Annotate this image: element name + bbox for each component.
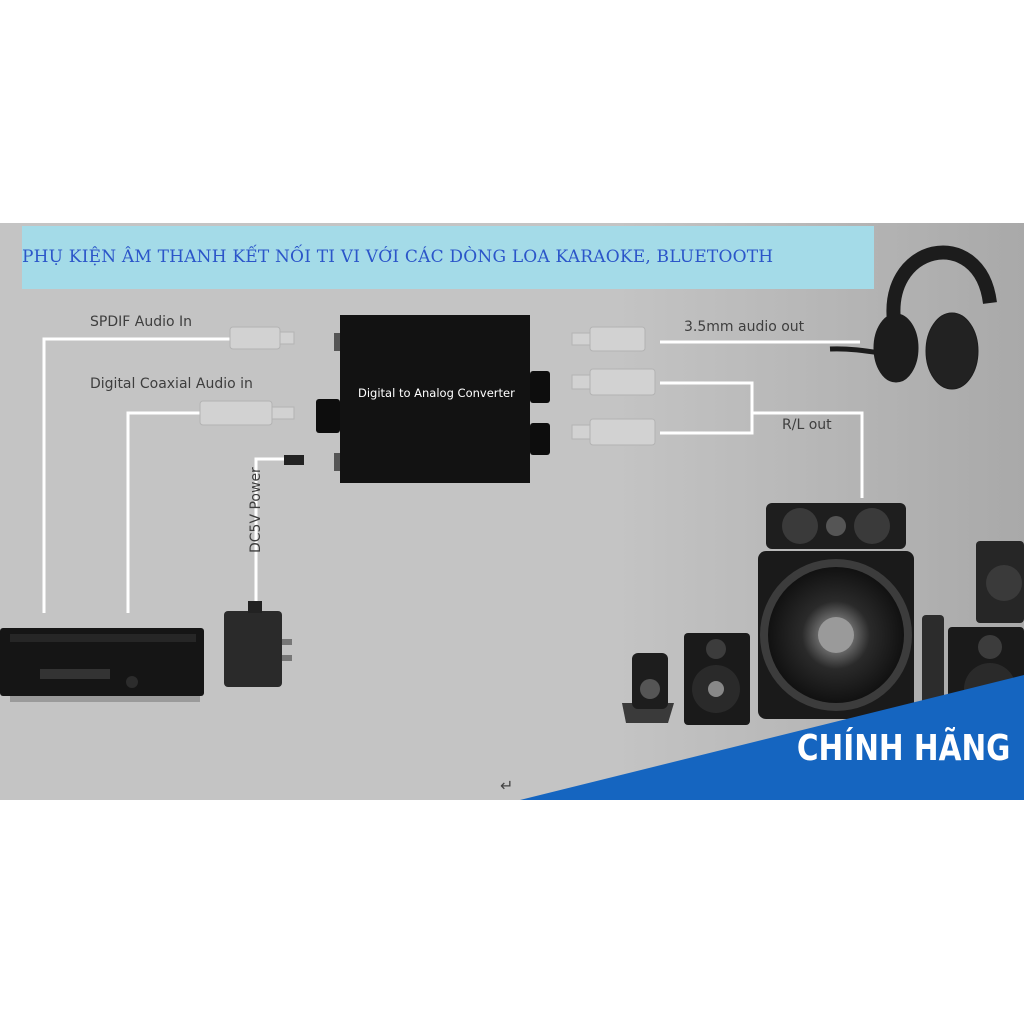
power-line (254, 457, 295, 608)
speaker-system (622, 503, 1024, 727)
power-plug (284, 455, 304, 465)
converter-label: Digital to Analog Converter (358, 386, 515, 400)
badge-background (520, 675, 1024, 800)
cd-player (0, 628, 204, 702)
headphones (829, 245, 997, 390)
diagram-drawing: Digital to Analog Converter (0, 223, 1024, 800)
connection-lines (42, 337, 864, 613)
rl-to-speaker-line (752, 411, 864, 498)
digital-coaxial-audio-in-label: Digital Coaxial Audio in (90, 376, 253, 392)
banner-title: PHỤ KIỆN ÂM THANH KẾT NỐI TI VI VỚI CÁC … (22, 247, 774, 267)
enter-icon: ↵ (500, 776, 514, 795)
spdif-line (42, 337, 230, 613)
spdif-audio-in-label: SPDIF Audio In (90, 314, 192, 330)
authentic-badge-text: CHÍNH HÃNG (796, 728, 1010, 769)
rl-out-label: R/L out (782, 417, 832, 433)
converter-box: Digital to Analog Converter (316, 315, 550, 483)
faded-connectors (199, 326, 656, 446)
connection-diagram: Digital to Analog Converter (0, 223, 1024, 800)
coax-line (126, 411, 200, 613)
audio-out-label: 3.5mm audio out (684, 319, 805, 335)
dc5v-power-label: DC5V Power (248, 467, 264, 553)
power-adapter (224, 601, 292, 687)
rl-split-line (660, 381, 754, 435)
title-banner: PHỤ KIỆN ÂM THANH KẾT NỐI TI VI VỚI CÁC … (22, 226, 874, 289)
